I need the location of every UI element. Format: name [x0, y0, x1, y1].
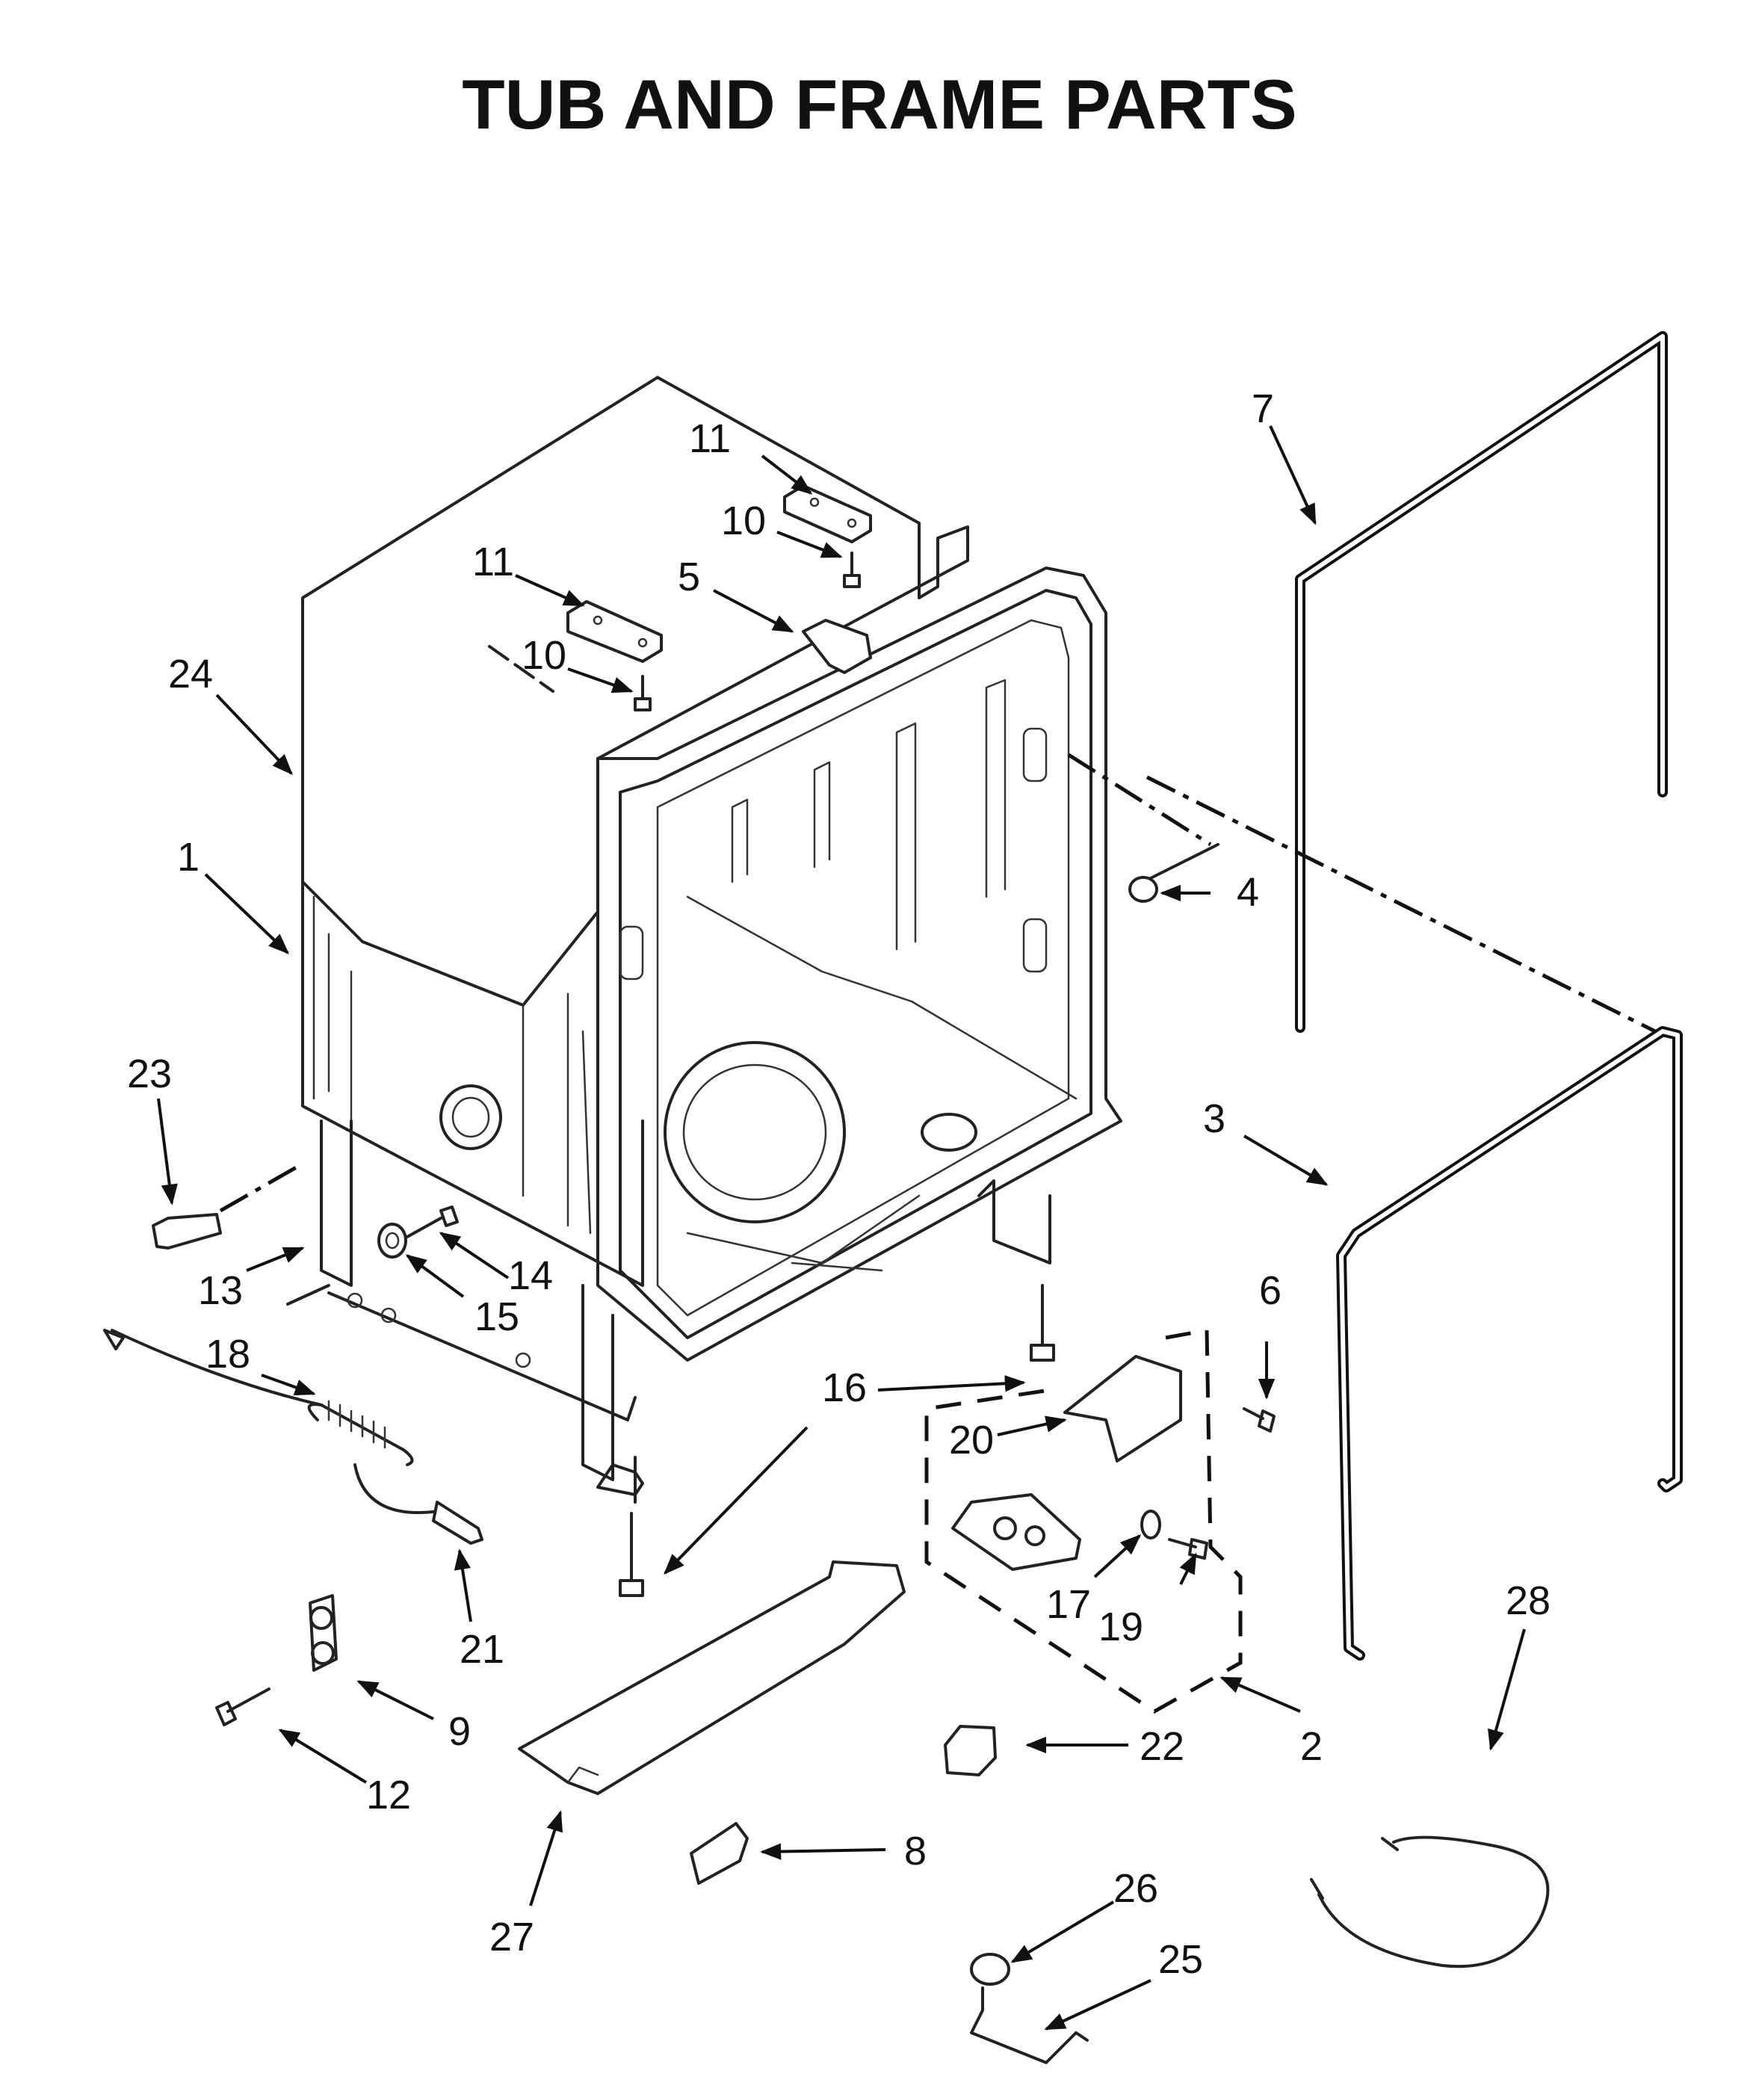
callout-2: 2	[1300, 1724, 1323, 1769]
part-19-screw	[1168, 1538, 1208, 1560]
callout-11-upper: 11	[689, 416, 731, 461]
callout-26: 26	[1113, 1866, 1158, 1911]
callout-9: 9	[448, 1709, 471, 1754]
callout-20: 20	[949, 1418, 994, 1463]
callout-12: 12	[366, 1773, 411, 1818]
callout-25: 25	[1158, 1937, 1203, 1982]
part-28-wire-harness	[1310, 1835, 1550, 1968]
callout-4: 4	[1237, 870, 1259, 915]
callout-10-upper: 10	[721, 498, 766, 543]
part-24-insulation-blanket	[301, 376, 969, 1007]
callout-16: 16	[822, 1365, 867, 1410]
callout-3: 3	[1203, 1096, 1225, 1141]
callout-22: 22	[1140, 1724, 1184, 1769]
part-23-mounting-bracket	[152, 1164, 300, 1250]
part-8-connector	[690, 1822, 749, 1885]
part-18-door-spring	[103, 1329, 414, 1466]
part-14-screw	[406, 1205, 459, 1238]
part-11-hinge-lower	[566, 600, 663, 663]
part-6-screw	[1243, 1407, 1276, 1433]
callout-23: 23	[127, 1051, 172, 1096]
part-17-washer	[1140, 1510, 1161, 1540]
callout-28: 28	[1506, 1578, 1551, 1623]
callout-24: 24	[168, 652, 213, 697]
part-25-bracket	[970, 1986, 1089, 2064]
leader-lines	[157, 425, 1526, 2030]
callout-10-lower: 10	[522, 633, 566, 678]
part-2-group-outline	[924, 1328, 1243, 1714]
part-26-sensor	[970, 1953, 1010, 1986]
part-20-bracket-cover	[1063, 1355, 1182, 1463]
callout-15: 15	[474, 1294, 519, 1339]
callout-7: 7	[1252, 386, 1274, 431]
part-7-door-gasket-upper	[1295, 331, 1668, 1033]
part-5-clip	[802, 619, 872, 674]
part-22-clip	[944, 1725, 997, 1776]
callout-11-lower: 11	[472, 540, 514, 584]
callout-labels: 7 11 10 11 10 5 24 1 4 3 23 13 14 15 6 1…	[127, 386, 1551, 1982]
callout-13: 13	[198, 1268, 243, 1313]
callout-18: 18	[205, 1332, 250, 1377]
part-10-screw-lower	[634, 675, 652, 711]
part-9-hinge-bushing	[309, 1594, 338, 1672]
part-27-base-plate	[518, 1560, 906, 1795]
callout-27: 27	[489, 1915, 534, 1960]
part-1-tub	[301, 566, 1122, 1496]
part-16-leveling-leg	[619, 1284, 1055, 1597]
callout-14: 14	[508, 1253, 553, 1298]
part-13-frame-bracket	[286, 1284, 330, 1306]
callout-19: 19	[1098, 1605, 1143, 1649]
callout-21: 21	[460, 1627, 504, 1672]
page-title: TUB AND FRAME PARTS	[462, 65, 1297, 143]
part-21-door-cable	[353, 1463, 483, 1545]
callout-6: 6	[1259, 1268, 1282, 1313]
callout-17: 17	[1046, 1582, 1091, 1627]
part-2-latch-assembly	[951, 1493, 1081, 1571]
callout-1: 1	[177, 835, 200, 880]
part-10-screw-upper	[843, 552, 861, 588]
part-4-plug	[1067, 753, 1219, 903]
callout-8: 8	[904, 1829, 927, 1874]
part-12-bolt	[215, 1687, 271, 1726]
callout-5: 5	[678, 555, 700, 599]
part-15-washer	[377, 1223, 407, 1259]
part-3-door-gasket-lower	[1146, 775, 1683, 1661]
